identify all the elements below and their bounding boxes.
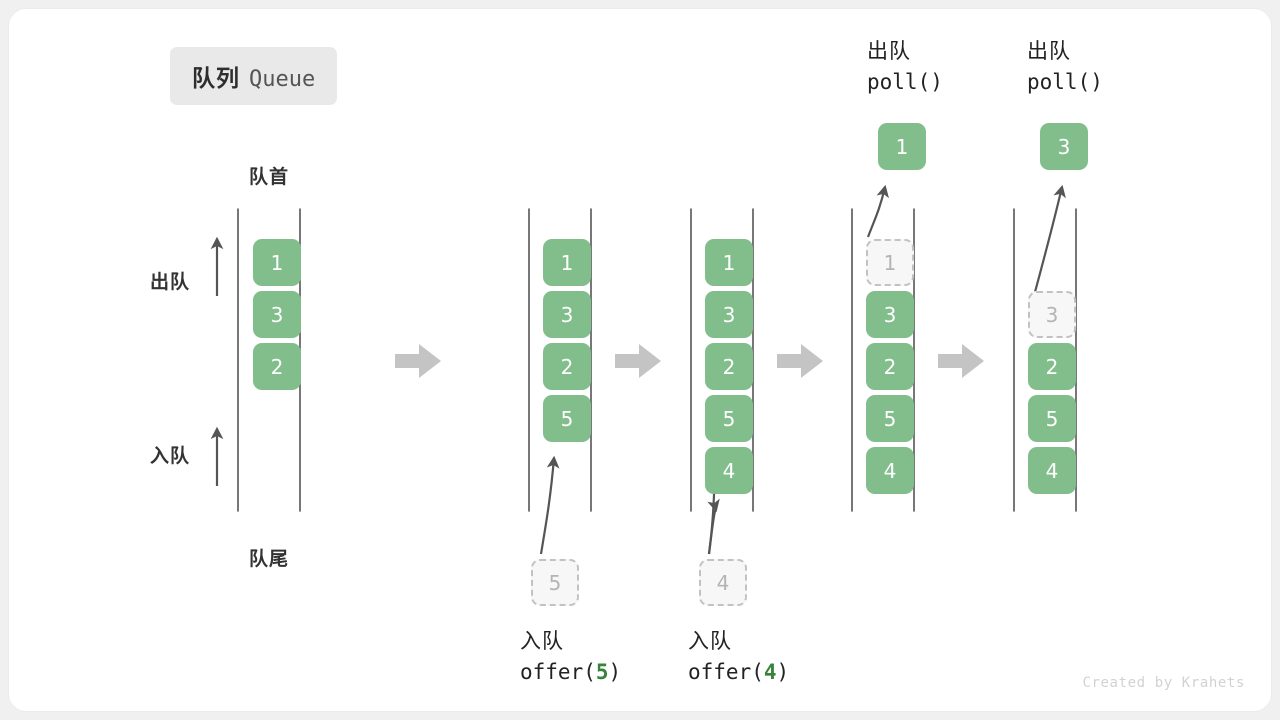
- queue-cell: 4: [866, 447, 914, 494]
- incoming-ghost-cell: 4: [699, 559, 747, 606]
- queue-cell: 2: [543, 343, 591, 390]
- queue-cell: 3: [705, 291, 753, 338]
- vector-layer: [210, 184, 1077, 555]
- queue-cell: 4: [1028, 447, 1076, 494]
- outgoing-ghost-cell: 1: [866, 239, 914, 286]
- poll-1-arrow: [866, 184, 889, 238]
- diagram-card: 队列 Queue 队首 队尾 出队 入队 1 3 2 1 3 2 5 5 入队 …: [8, 8, 1272, 712]
- queue-cell: 5: [543, 395, 591, 442]
- offer-5-code-value: 5: [595, 660, 609, 685]
- queue-cell: 3: [253, 291, 301, 338]
- watermark: Created by Krahets: [1082, 675, 1245, 691]
- queue-cell: 3: [866, 291, 914, 338]
- offer-4-arrow: [707, 498, 720, 555]
- queue-cell: 1: [543, 239, 591, 286]
- offer-5-caption-code: offer(5): [520, 657, 621, 687]
- offer-5-code-post: ): [608, 660, 622, 685]
- poll-3-caption-code: poll(): [1027, 70, 1103, 95]
- queue-cell: 5: [705, 395, 753, 442]
- title-cn: 队列: [192, 65, 240, 91]
- queue-cell: 2: [705, 343, 753, 390]
- queue-cell: 1: [253, 239, 301, 286]
- offer-4-caption: 入队 offer(4): [688, 627, 789, 688]
- queue-head-label: 队首: [248, 167, 289, 188]
- dequeue-side-label: 出队: [150, 272, 191, 293]
- queue-cell: 2: [1028, 343, 1076, 390]
- offer-5-code-pre: offer(: [520, 660, 596, 685]
- poll-3-caption-cn: 出队: [1027, 40, 1071, 63]
- transition-arrow-4: [938, 344, 984, 378]
- poll-3-caption: 出队 poll(): [1027, 37, 1103, 98]
- poll-3-arrow: [1033, 184, 1066, 293]
- queue-rails: [237, 208, 1077, 512]
- outgoing-ghost-cell: 3: [1028, 291, 1076, 338]
- incoming-ghost-cell: 5: [531, 559, 579, 606]
- queue-cell: 1: [705, 239, 753, 286]
- poll-1-caption-code: poll(): [867, 70, 943, 95]
- transition-arrow-2: [615, 344, 661, 378]
- polled-value-cell: 3: [1040, 123, 1088, 170]
- polled-value-cell: 1: [878, 123, 926, 170]
- queue-cell: 2: [253, 343, 301, 390]
- title-badge: 队列 Queue: [170, 47, 338, 105]
- offer-4-code-post: ): [776, 660, 790, 685]
- offer-4-code-pre: offer(: [688, 660, 764, 685]
- queue-cell: 5: [1028, 395, 1076, 442]
- poll-1-caption-cn: 出队: [867, 40, 911, 63]
- queue-cell: 4: [705, 447, 753, 494]
- queue-cell: 5: [866, 395, 914, 442]
- offer-5-arrow: [539, 455, 560, 555]
- queue-cell: 2: [866, 343, 914, 390]
- transition-arrow-3: [777, 344, 823, 378]
- transition-arrow-1: [395, 344, 441, 378]
- title-en: Queue: [249, 67, 316, 92]
- offer-4-caption-code: offer(4): [688, 657, 789, 687]
- poll-1-caption: 出队 poll(): [867, 37, 943, 98]
- offer-5-caption: 入队 offer(5): [520, 627, 621, 688]
- enqueue-side-label: 入队: [150, 446, 191, 467]
- queue-tail-label: 队尾: [248, 549, 289, 570]
- offer-4-code-value: 4: [763, 660, 777, 685]
- queue-cell: 3: [543, 291, 591, 338]
- offer-5-caption-cn: 入队: [520, 630, 564, 653]
- offer-4-caption-cn: 入队: [688, 630, 732, 653]
